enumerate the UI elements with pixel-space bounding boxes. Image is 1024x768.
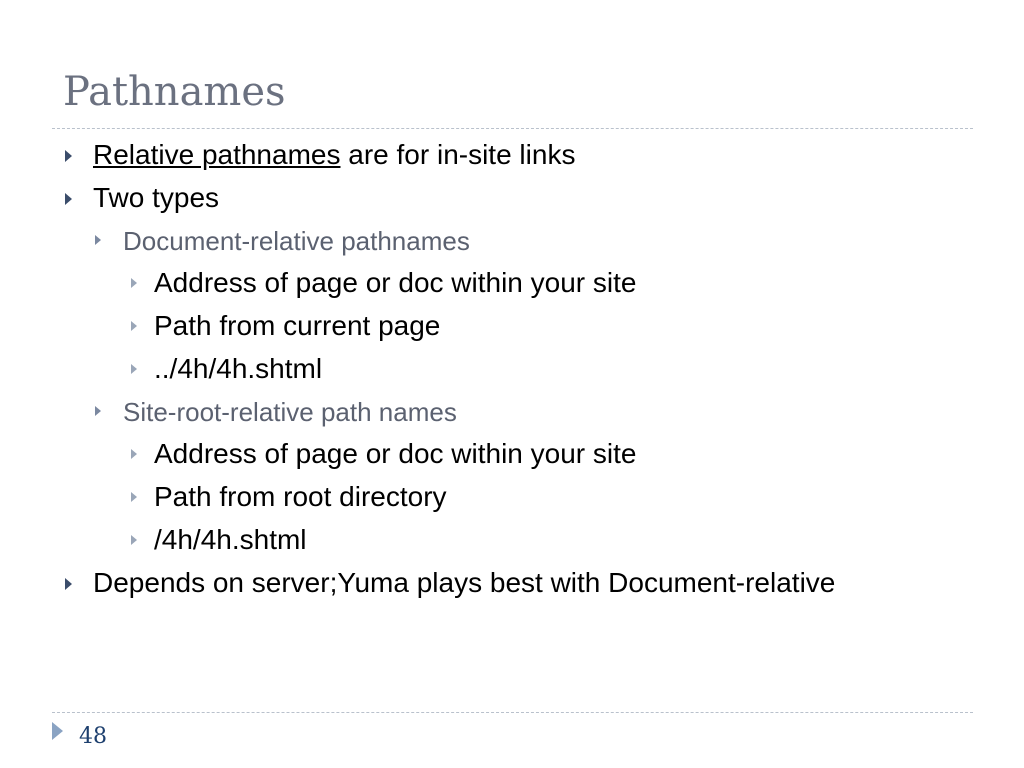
triangle-bullet-icon: [65, 578, 72, 590]
triangle-bullet-icon: [65, 150, 72, 162]
triangle-bullet-icon: [131, 492, 137, 502]
triangle-bullet-icon: [131, 364, 137, 374]
triangle-bullet-icon: [65, 193, 72, 205]
list-item-text: Address of page or doc within your site: [154, 438, 637, 469]
page-number: 48: [79, 724, 107, 749]
bullet-list: Relative pathnames are for in-site links…: [0, 138, 1024, 600]
list-item-text: ../4h/4h.shtml: [154, 353, 323, 384]
list-item-text: Address of page or doc within your site: [154, 267, 637, 298]
footer-divider: [52, 712, 973, 713]
list-item: Path from current page: [0, 309, 1024, 352]
triangle-bullet-icon: [95, 406, 101, 416]
triangle-bullet-icon: [95, 235, 101, 245]
list-item: Site-root-relative path names: [0, 395, 1024, 437]
list-item-text: Document-relative pathnames: [123, 226, 470, 256]
list-item: Relative pathnames are for in-site links: [0, 138, 1024, 181]
title-divider: [52, 128, 973, 129]
list-item: Depends on server;Yuma plays best with D…: [0, 566, 893, 600]
list-item-text: Path from current page: [154, 310, 441, 341]
footer-arrow-icon: [52, 722, 63, 740]
list-item: /4h/4h.shtml: [0, 523, 1024, 566]
list-item: Document-relative pathnames: [0, 224, 1024, 266]
list-item-text: Path from root directory: [154, 481, 447, 512]
list-item-text: are for in-site links: [340, 139, 576, 170]
triangle-bullet-icon: [131, 321, 137, 331]
list-item: Path from root directory: [0, 480, 1024, 523]
slide-title: Pathnames: [63, 69, 286, 115]
triangle-bullet-icon: [131, 449, 137, 459]
list-item: Address of page or doc within your site: [0, 437, 1024, 480]
list-item-text: Two types: [93, 182, 220, 213]
triangle-bullet-icon: [131, 535, 137, 545]
list-item-text: Depends on server;Yuma plays best with D…: [93, 567, 836, 598]
list-item: ../4h/4h.shtml: [0, 352, 1024, 395]
triangle-bullet-icon: [131, 278, 137, 288]
list-item-text: /4h/4h.shtml: [154, 524, 307, 555]
underlined-term: Relative pathnames: [93, 139, 341, 170]
list-item: Two types: [0, 181, 1024, 224]
list-item: Address of page or doc within your site: [0, 266, 1024, 309]
list-item-text: Site-root-relative path names: [123, 397, 457, 427]
